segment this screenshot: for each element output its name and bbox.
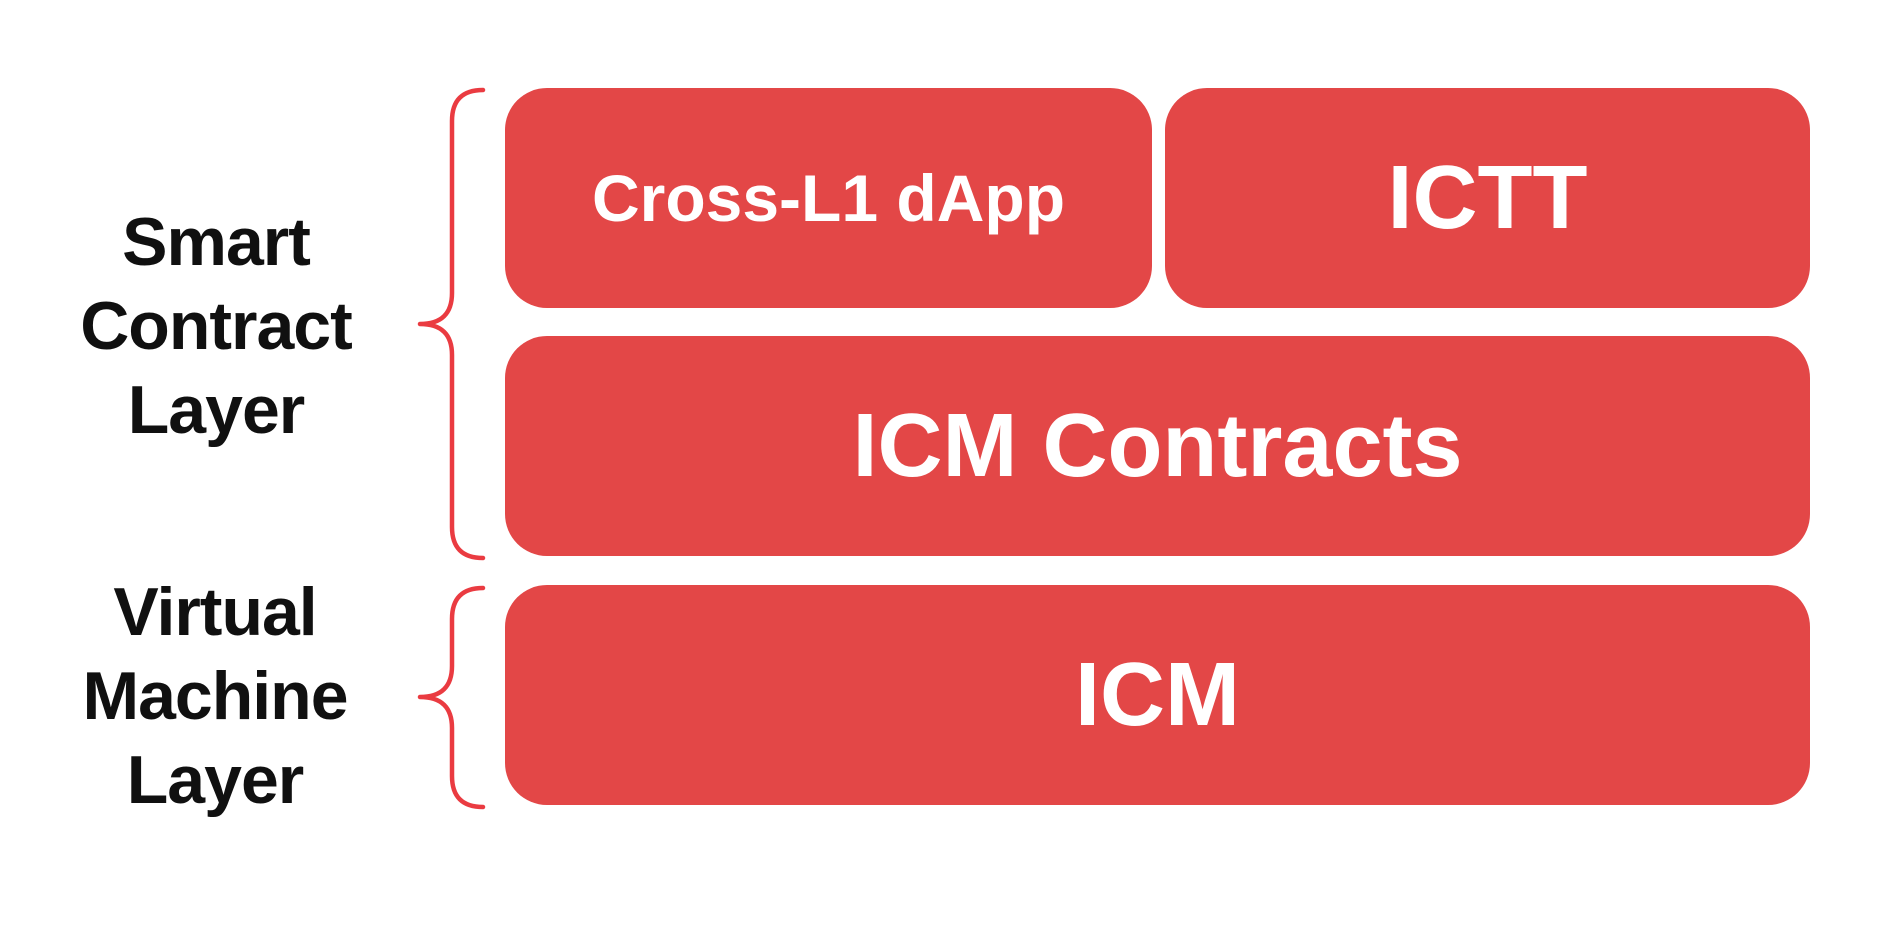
- virtual-machine-layer-label-line: Layer: [126, 742, 304, 818]
- icm-contracts-box-label: ICM Contracts: [852, 395, 1463, 496]
- virtual-machine-layer-label-line: Virtual: [113, 574, 317, 650]
- ictt-box-label: ICTT: [1387, 147, 1588, 248]
- smart-contract-layer-label-line: Contract: [80, 288, 353, 364]
- icm-box-label: ICM: [1075, 644, 1240, 745]
- ictt-box: ICTT: [1165, 88, 1810, 308]
- smart-contract-layer-label: Smart Contract Layer: [46, 200, 386, 452]
- virtual-machine-layer-label: Virtual Machine Layer: [45, 570, 385, 822]
- icm-box: ICM: [505, 585, 1810, 805]
- smart-contract-layer-brace: [417, 87, 486, 561]
- virtual-machine-layer-label-line: Machine: [82, 658, 348, 734]
- virtual-machine-layer-brace: [417, 585, 486, 810]
- cross-l1-dapp-box-label: Cross-L1 dApp: [591, 161, 1066, 235]
- smart-contract-layer-label-line: Layer: [127, 372, 305, 448]
- icm-contracts-box: ICM Contracts: [505, 336, 1810, 556]
- cross-l1-dapp-box: Cross-L1 dApp: [505, 88, 1152, 308]
- smart-contract-layer-label-line: Smart: [122, 204, 311, 280]
